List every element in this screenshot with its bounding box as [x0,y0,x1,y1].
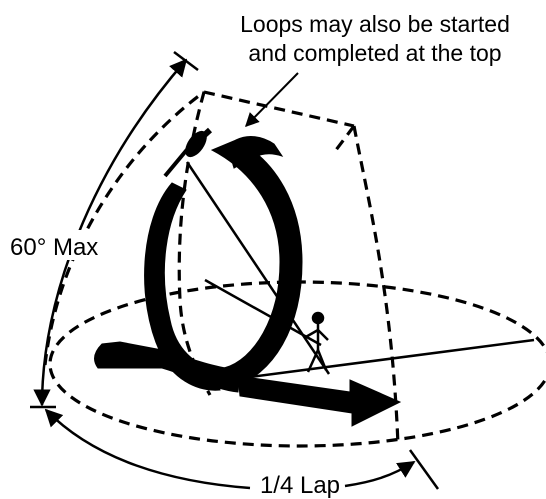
annotation-line-2: and completed at the top [248,40,501,66]
loop-flight-path [94,136,402,427]
left-meridian [43,90,205,366]
max-angle-indicator [6,51,199,409]
lap-label: 1/4 Lap [260,472,340,499]
annotation-pointer-arrow [245,72,299,127]
lap-indicator: 1/4 Lap [44,408,416,499]
radius-lines [185,161,535,490]
max-angle-label: 60° Max [10,234,98,261]
lap-tick [408,449,440,490]
lap-arc-right [344,460,416,488]
line-to-pilot [204,278,322,347]
lap-arc-left [44,408,251,490]
max-angle-top-tick [173,51,199,71]
top-edge-short [334,125,356,151]
max-angle-label-backdrop [6,230,116,260]
top-edge [203,90,355,128]
annotation-line-1: Loops may also be started [240,11,510,37]
right-meridian [352,125,400,446]
pilot-figure [303,311,329,373]
line-horizontal [249,338,535,379]
